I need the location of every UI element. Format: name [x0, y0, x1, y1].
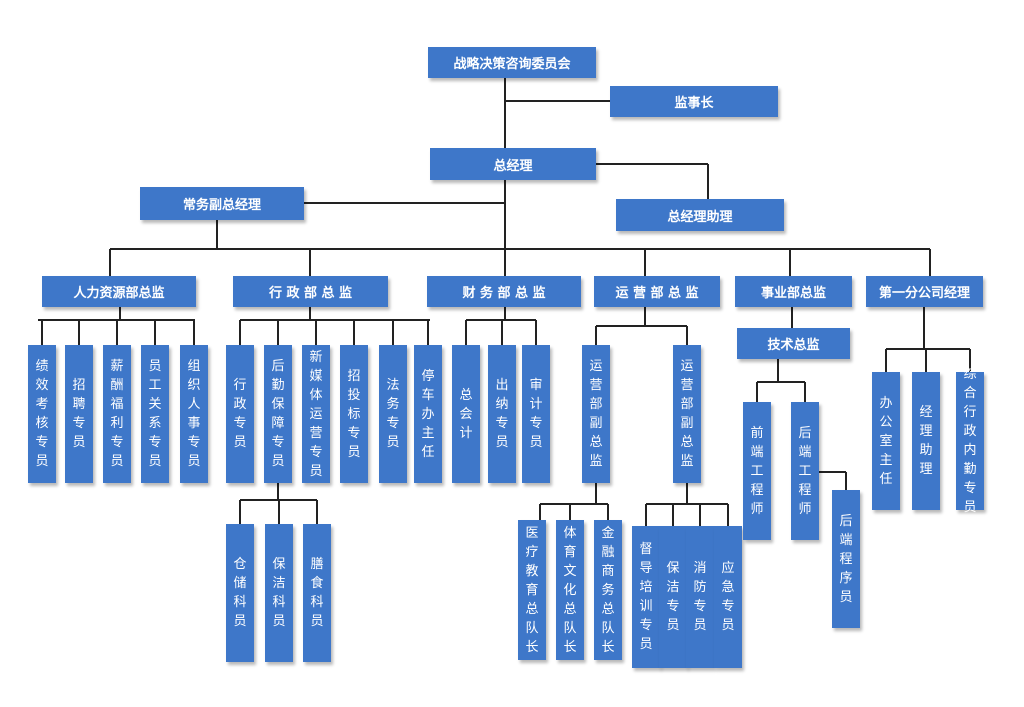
hr-item: 员工关系专员 — [141, 345, 169, 483]
admin-item: 后勤保障专员 — [264, 345, 292, 483]
branch-item: 经理助理 — [912, 372, 940, 510]
branch-item: 综合行政内勤专员 — [956, 367, 984, 515]
admin-item: 停车办主任 — [414, 345, 442, 483]
gm-box: 总经理 — [430, 148, 596, 180]
exec-vp-box: 常务副总经理 — [140, 187, 304, 220]
ops-a-item: 医疗教育总队长 — [518, 520, 546, 660]
logistics-item: 仓储科员 — [226, 524, 254, 662]
branch-item: 办公室主任 — [872, 372, 900, 510]
hr-director-box: 人力资源部总监 — [42, 276, 196, 307]
finance-director-box: 财 务 部 总 监 — [427, 276, 581, 307]
ops-deputy-box: 运营部副总监 — [673, 345, 701, 483]
ops-b-item: 保洁专员 — [659, 526, 687, 668]
logistics-item: 保洁科员 — [265, 524, 293, 662]
hr-item: 招聘专员 — [65, 345, 93, 483]
hr-item: 组织人事专员 — [180, 345, 208, 483]
ops-b-item: 应急专员 — [714, 526, 742, 668]
hr-item: 绩效考核专员 — [28, 345, 56, 483]
ops-b-item: 消防专员 — [686, 526, 714, 668]
ops-b-item: 督导培训专员 — [632, 526, 660, 668]
ops-a-item: 金融商务总队长 — [594, 520, 622, 660]
gm-assistant-box: 总经理助理 — [616, 199, 784, 231]
admin-item: 招投标专员 — [340, 345, 368, 483]
biz-director-box: 事业部总监 — [735, 276, 852, 307]
finance-item: 审计专员 — [522, 345, 550, 483]
backend-programmer-box: 后端程序员 — [832, 490, 860, 628]
hr-item: 薪酬福利专员 — [103, 345, 131, 483]
tech-director-box: 技术总监 — [737, 328, 850, 359]
admin-item: 新媒体运营专员 — [302, 345, 330, 483]
chairman-box: 监事长 — [610, 86, 778, 117]
finance-item: 出纳专员 — [488, 345, 516, 483]
admin-item: 行政专员 — [226, 345, 254, 483]
admin-item: 法务专员 — [379, 345, 407, 483]
committee-box: 战略决策咨询委员会 — [428, 47, 596, 78]
branch-manager-box: 第一分公司经理 — [866, 276, 983, 307]
tech-item: 前端工程师 — [743, 402, 771, 540]
ops-director-box: 运 营 部 总 监 — [594, 276, 720, 307]
logistics-item: 膳食科员 — [303, 524, 331, 662]
ops-deputy-box: 运营部副总监 — [582, 345, 610, 483]
admin-director-box: 行 政 部 总 监 — [233, 276, 388, 307]
tech-item: 后端工程师 — [791, 402, 819, 540]
finance-item: 总会计 — [452, 345, 480, 483]
ops-a-item: 体育文化总队长 — [556, 520, 584, 660]
